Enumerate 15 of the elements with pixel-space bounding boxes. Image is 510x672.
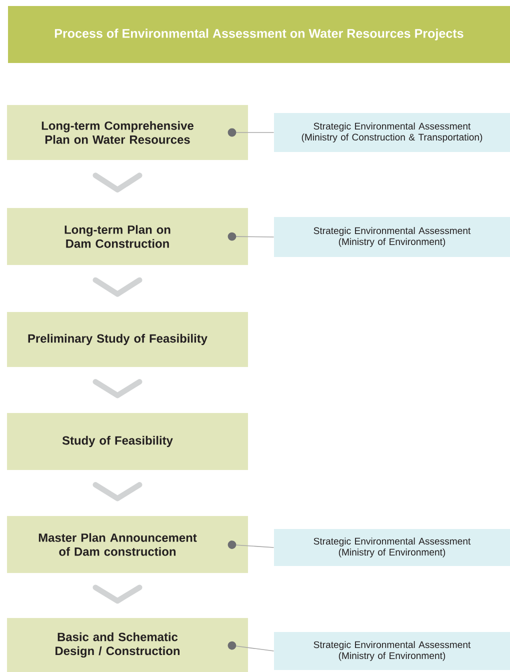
connector-line [228, 641, 274, 652]
process-box: Basic and Schematic Design / Construction [7, 618, 248, 672]
process-box: Master Plan Announcement of Dam construction [7, 516, 248, 573]
assessment-box: Strategic Environmental Assessment (Ministry of Environment) [274, 529, 510, 566]
process-box: Study of Feasibility [7, 413, 248, 470]
process-box: Preliminary Study of Feasibility [7, 312, 248, 367]
process-box: Long-term Plan on Dam Construction [7, 208, 248, 265]
connector-line [228, 128, 274, 137]
assessment-box: Strategic Environmental Assessment (Ministry of Environment) [274, 632, 510, 670]
assessment-box: Strategic Environmental Assessment (Ministry of Construction & Transportation) [274, 113, 510, 152]
connector-line [228, 540, 274, 549]
process-box: Long-term Comprehensive Plan on Water Resources [7, 105, 248, 160]
connector-line [228, 232, 274, 241]
title-banner: Process of Environmental Assessment on Water Resources Projects [8, 6, 510, 63]
assessment-box: Strategic Environmental Assessment (Ministry of Environment) [274, 217, 510, 257]
